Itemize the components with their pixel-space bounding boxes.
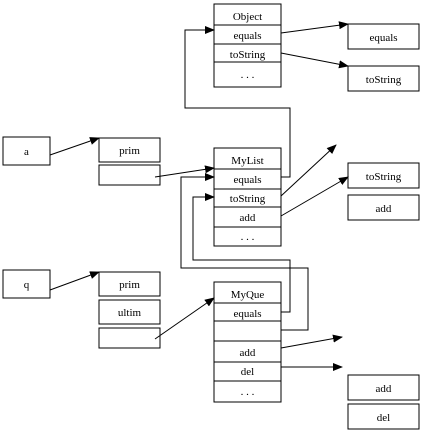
variable-q-label: q	[24, 279, 30, 291]
instance-a-prim: prim	[119, 145, 140, 157]
myque-class-name: MyQue	[231, 289, 265, 301]
arrow-mylist-add-impl	[280, 176, 349, 217]
arrow-myque-add-impl	[280, 334, 343, 349]
variable-a-label: a	[24, 146, 29, 158]
object-equals-method-label: equals	[369, 32, 397, 44]
arrow-object-tostring-impl	[280, 52, 349, 69]
mylist-row-add: add	[240, 212, 256, 224]
object-row-equals: equals	[233, 30, 261, 42]
object-tostring-method: toString	[347, 65, 420, 92]
object-class-table: Object equals toString . . .	[213, 3, 282, 88]
arrow-myque-to-mylist-equals	[180, 173, 309, 331]
myque-row-more: . . .	[241, 386, 255, 398]
mylist-row-tostring: toString	[230, 193, 266, 205]
mylist-add-method-label: add	[376, 203, 392, 215]
instance-q: prim ultim	[98, 271, 161, 349]
instance-q-ultim: ultim	[118, 307, 142, 319]
mylist-add-method: add	[347, 194, 420, 221]
myque-row-del: del	[241, 366, 254, 378]
mylist-row-more: . . .	[241, 231, 255, 243]
mylist-class-name: MyList	[231, 155, 263, 167]
variable-a: a	[2, 136, 51, 166]
myque-row-equals: equals	[233, 308, 261, 320]
myque-del-method-label: del	[377, 412, 390, 424]
object-equals-method: equals	[347, 23, 420, 50]
arrow-mylist-equals-to-object	[184, 26, 291, 178]
instance-q-prim: prim	[119, 279, 140, 291]
arrow-object-equals-impl	[280, 21, 349, 34]
myque-add-method: add	[347, 374, 420, 401]
arrow-instance-q-to-myque	[154, 297, 215, 340]
myque-del-method: del	[347, 403, 420, 430]
mylist-tostring-method-label: toString	[366, 171, 402, 183]
object-tostring-method-label: toString	[366, 74, 402, 86]
mylist-tostring-method: toString	[347, 162, 420, 189]
object-row-more: . . .	[241, 69, 255, 81]
arrow-q-to-instance	[49, 271, 100, 291]
mylist-class-table: MyList equals toString add . . .	[213, 147, 282, 247]
object-row-tostring: toString	[230, 49, 266, 61]
arrow-instance-a-to-mylist	[154, 165, 215, 178]
arrow-a-to-instance	[49, 137, 100, 156]
object-class-name: Object	[233, 11, 262, 23]
instance-q-class-pointer	[98, 327, 161, 349]
myque-row-add: add	[240, 347, 256, 359]
arrow-mylist-tostring-impl	[280, 144, 337, 197]
mylist-row-equals: equals	[233, 174, 261, 186]
arrow-myque-to-mylist-tostring	[192, 193, 291, 313]
variable-q: q	[2, 269, 51, 299]
myque-add-method-label: add	[376, 383, 392, 395]
instance-a: prim	[98, 137, 161, 186]
instance-a-class-pointer	[98, 164, 161, 186]
myque-class-table: MyQue equals add del . . .	[213, 281, 282, 403]
